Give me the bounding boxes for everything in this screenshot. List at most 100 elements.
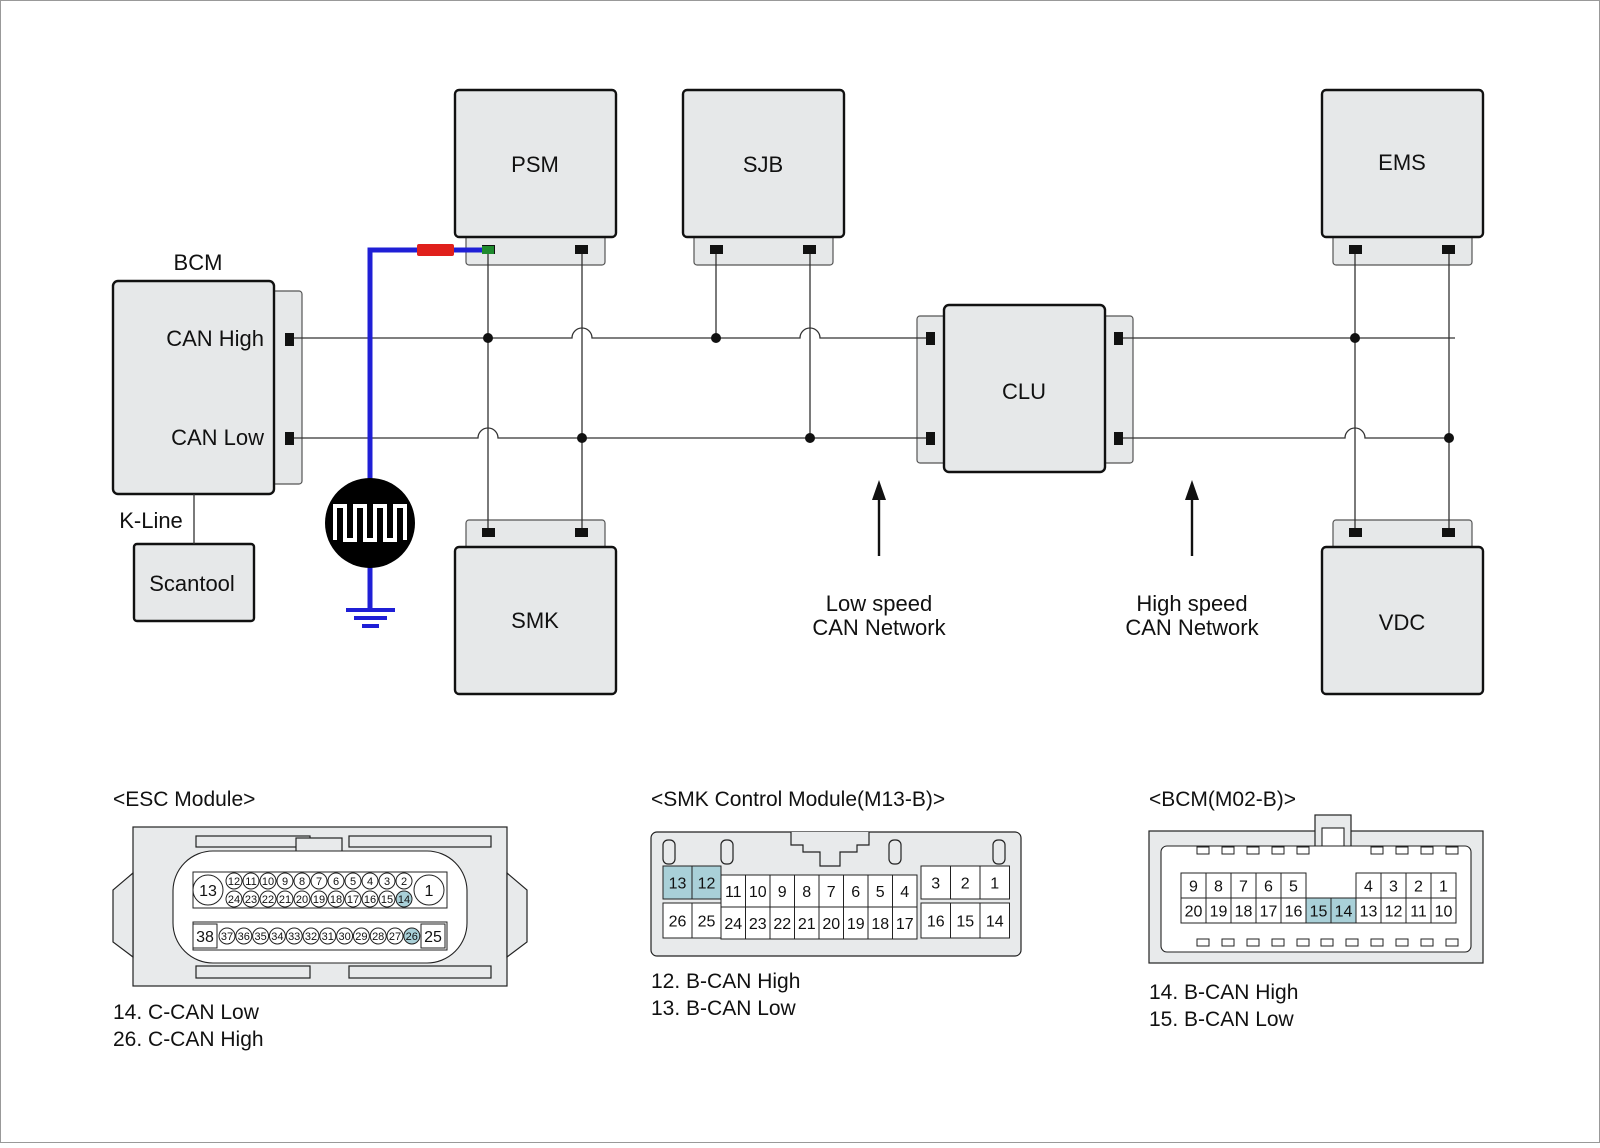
connector-pin-31: 31	[319, 927, 337, 945]
svg-text:6: 6	[851, 884, 860, 901]
svg-text:36: 36	[238, 931, 250, 943]
svg-text:9: 9	[282, 876, 288, 888]
svg-text:21: 21	[798, 916, 816, 933]
svg-text:1: 1	[990, 876, 999, 893]
ground-icon	[346, 608, 395, 628]
connector-pin-27: 27	[386, 927, 404, 945]
svg-text:14: 14	[986, 914, 1004, 931]
psm-label: PSM	[511, 152, 559, 177]
svg-text:12: 12	[228, 876, 240, 888]
svg-text:1: 1	[425, 883, 434, 900]
svg-text:15: 15	[1310, 904, 1328, 921]
connector-pin-7: 7	[818, 874, 844, 908]
svg-text:24: 24	[228, 894, 240, 906]
connector-pin-4: 4	[892, 874, 918, 908]
connector-pin-6: 6	[327, 872, 345, 890]
connector-pin-7: 7	[310, 872, 328, 890]
connector-pin-2: 2	[950, 865, 981, 900]
svg-text:9: 9	[778, 884, 787, 901]
ems-label: EMS	[1378, 150, 1426, 175]
svg-text:17: 17	[1260, 904, 1278, 921]
connector-pin-12: 12	[1380, 897, 1407, 924]
connector-pin-20: 20	[818, 906, 844, 940]
svg-text:26: 26	[669, 914, 687, 931]
low-speed-label-line1: Low speed	[826, 591, 932, 616]
svg-text:16: 16	[364, 894, 376, 906]
svg-text:14: 14	[398, 894, 410, 906]
svg-text:12: 12	[1385, 904, 1403, 921]
clu-label: CLU	[1002, 379, 1046, 404]
svg-text:7: 7	[827, 884, 836, 901]
svg-text:15: 15	[956, 914, 974, 931]
square-wave-signal-icon	[325, 478, 415, 568]
svg-text:24: 24	[724, 916, 742, 933]
svg-text:38: 38	[196, 929, 214, 946]
connector-pin-8: 8	[794, 874, 820, 908]
connector-pin-22: 22	[259, 890, 277, 908]
connector-pin-8: 8	[293, 872, 311, 890]
svg-text:4: 4	[367, 876, 373, 888]
connector-pin-11: 11	[720, 874, 746, 908]
svg-text:4: 4	[900, 884, 909, 901]
connector-pin-18: 18	[1230, 897, 1257, 924]
svg-text:16: 16	[1285, 904, 1303, 921]
svg-text:25: 25	[698, 914, 716, 931]
connector-pin-22: 22	[769, 906, 795, 940]
connector-pin-18: 18	[867, 906, 893, 940]
svg-text:11: 11	[245, 876, 256, 888]
connector-pin-26: 26	[662, 902, 693, 939]
connector-pin-7: 7	[1230, 872, 1257, 899]
connector-pin-6: 6	[843, 874, 869, 908]
svg-text:5: 5	[876, 884, 885, 901]
svg-text:6: 6	[333, 876, 339, 888]
connector-pin-24: 24	[720, 906, 746, 940]
connector-pin-32: 32	[302, 927, 320, 945]
k-line-label: K-Line	[119, 508, 183, 533]
connector-pin-5: 5	[344, 872, 362, 890]
probe-wire	[367, 247, 418, 510]
connector-pin-35: 35	[252, 927, 270, 945]
svg-text:19: 19	[847, 916, 865, 933]
svg-text:31: 31	[322, 931, 334, 943]
connector-pin-13: 13	[662, 865, 693, 900]
connector-pin-19: 19	[1205, 897, 1232, 924]
svg-text:30: 30	[338, 931, 350, 943]
connector-pin-15: 15	[378, 890, 396, 908]
svg-text:14: 14	[1335, 904, 1353, 921]
bcm-can-high-label: CAN High	[166, 326, 264, 351]
svg-text:5: 5	[1289, 879, 1298, 896]
high-speed-network-annotation: High speed CAN Network	[1125, 480, 1260, 640]
svg-text:22: 22	[773, 916, 791, 933]
svg-text:13: 13	[199, 883, 217, 900]
svg-text:1: 1	[1439, 879, 1448, 896]
vdc-module: VDC	[1320, 519, 1485, 696]
connector-pin-28: 28	[369, 927, 387, 945]
svg-text:20: 20	[1185, 904, 1203, 921]
connector-pin-10: 10	[259, 872, 277, 890]
probe-red-clip	[417, 244, 454, 256]
svg-text:13: 13	[1360, 904, 1378, 921]
svg-text:21: 21	[279, 894, 291, 906]
svg-text:3: 3	[384, 876, 390, 888]
smk-label: SMK	[511, 608, 559, 633]
connector-pin-9: 9	[769, 874, 795, 908]
connector-pin-16: 16	[920, 902, 951, 939]
connector-pin-9: 9	[276, 872, 294, 890]
psm-module: PSM	[453, 88, 618, 266]
svg-text:23: 23	[749, 916, 767, 933]
svg-text:10: 10	[1435, 904, 1453, 921]
svg-text:4: 4	[1364, 879, 1373, 896]
connector-pin-20: 20	[293, 890, 311, 908]
connector-pin-17: 17	[1255, 897, 1282, 924]
svg-text:18: 18	[1235, 904, 1253, 921]
scantool-label: Scantool	[149, 571, 235, 596]
connector-pin-3: 3	[1380, 872, 1407, 899]
connector-pin-14: 14	[1330, 897, 1357, 924]
smk-module: SMK	[453, 519, 618, 696]
connector-pin-9: 9	[1180, 872, 1207, 899]
svg-text:37: 37	[221, 931, 233, 943]
svg-text:20: 20	[822, 916, 840, 933]
